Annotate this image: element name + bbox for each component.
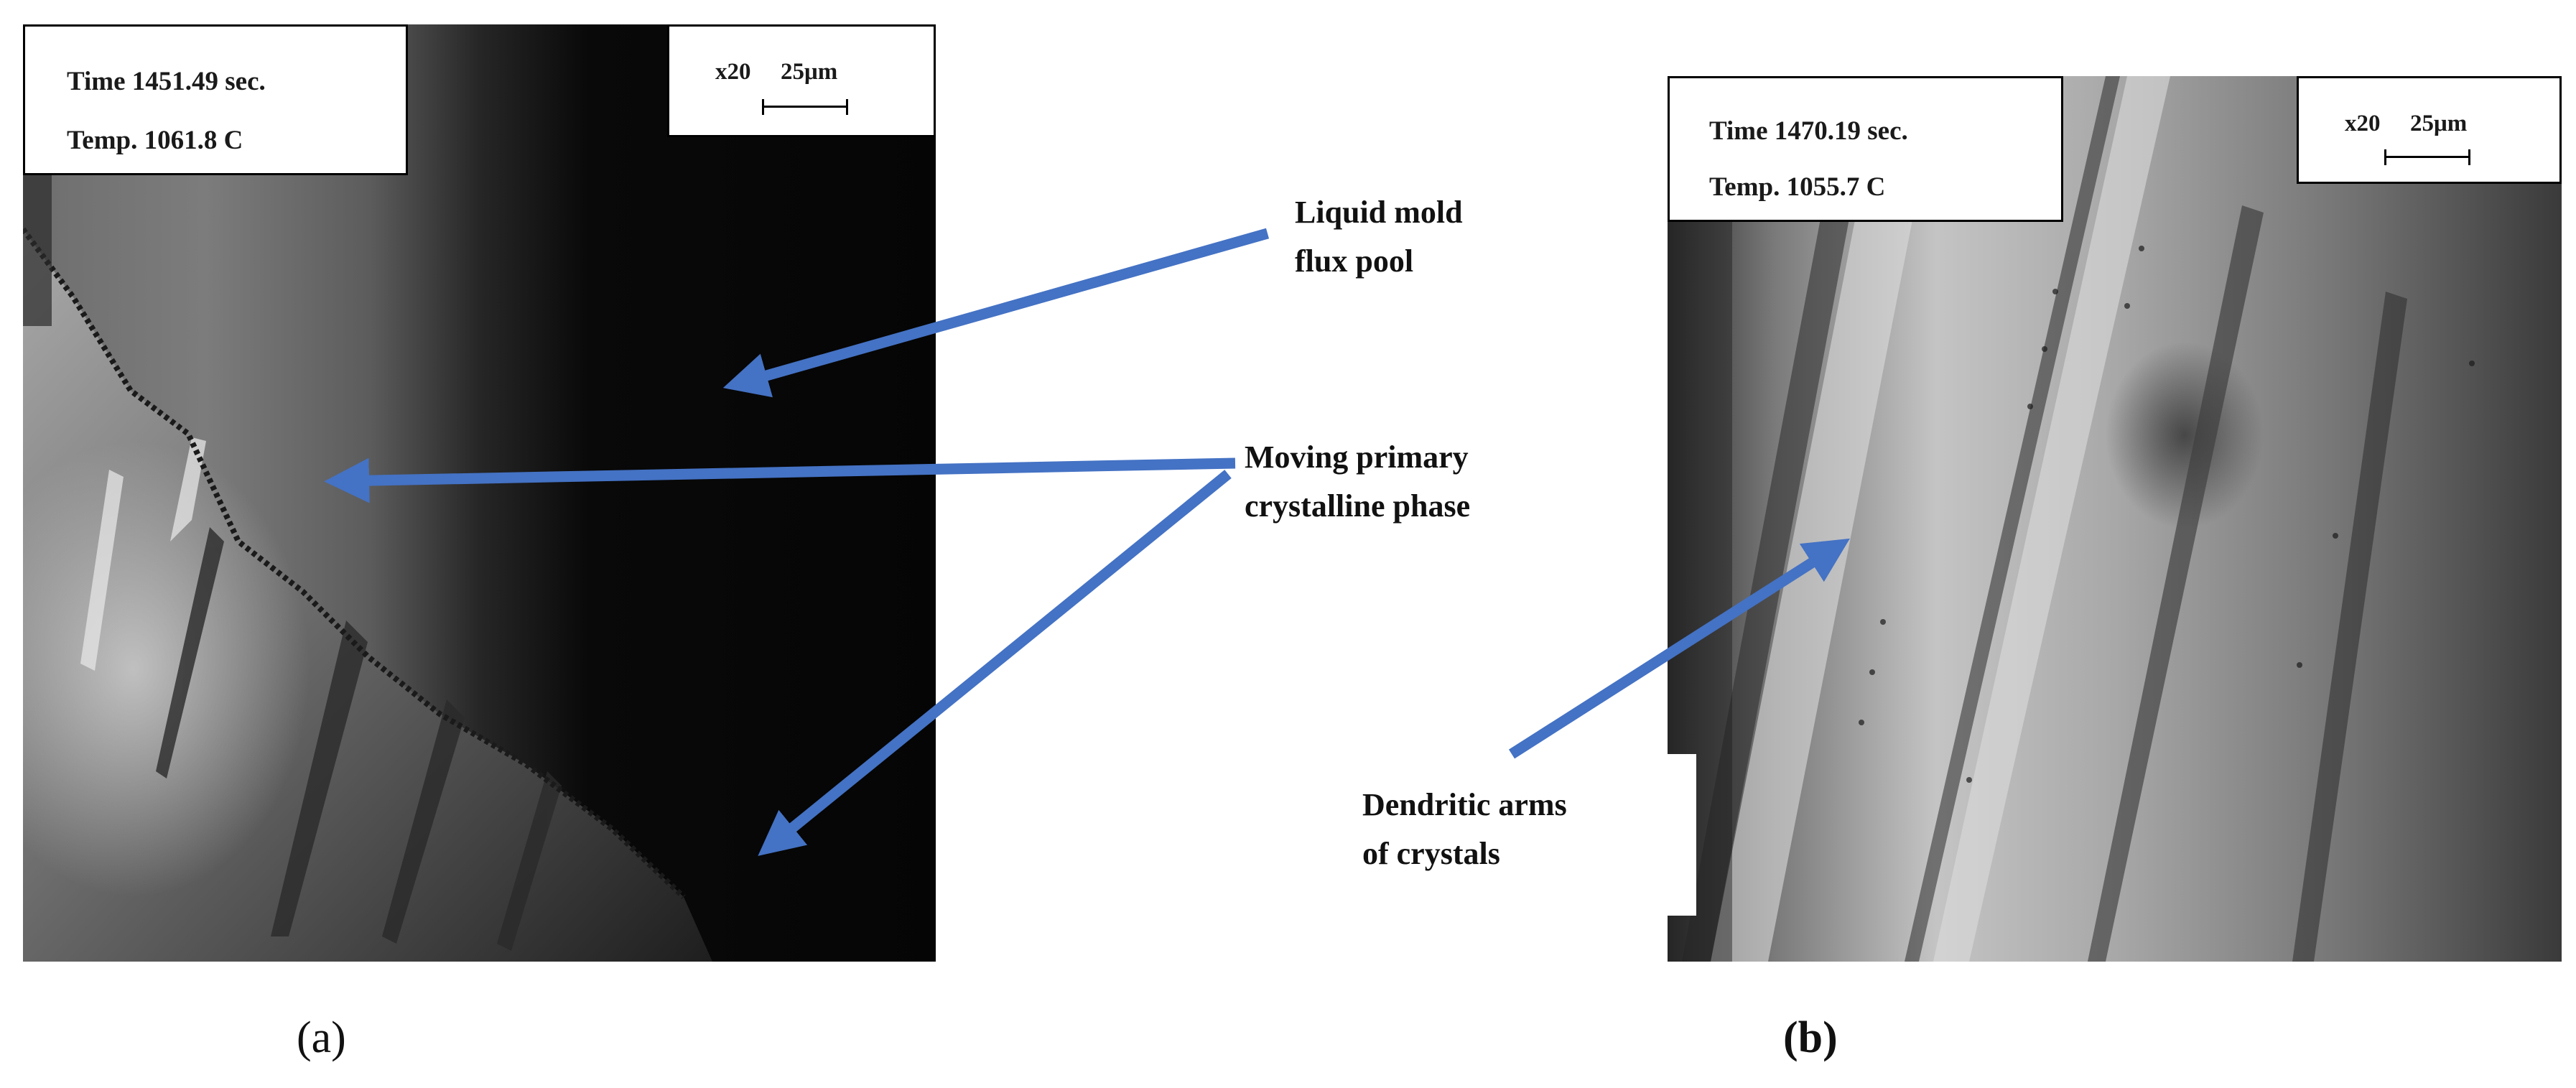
scale-bar-b — [2384, 149, 2470, 165]
label-primary-phase-line1: Moving primary — [1245, 440, 1469, 475]
scale-box-a: x20 25μm — [667, 24, 936, 137]
label-primary-phase: Moving primary crystalline phase — [1245, 433, 1470, 531]
label-dendritic-arms-line2: of crystals — [1362, 836, 1500, 872]
info-box-b: Time 1470.19 sec. Temp. 1055.7 C — [1668, 76, 2063, 222]
scale-length-b: 25μm — [2410, 111, 2468, 136]
time-readout-a: Time 1451.49 sec. — [67, 67, 266, 96]
label-dendritic-arms-line1: Dendritic arms — [1362, 787, 1567, 822]
caption-a: (a) — [297, 1013, 346, 1062]
label-liquid-pool-line2: flux pool — [1295, 243, 1414, 279]
label-dendritic-arms: Dendritic arms of crystals — [1362, 781, 1567, 878]
temp-readout-a: Temp. 1061.8 C — [67, 126, 243, 155]
magnification-b: x20 — [2345, 111, 2381, 136]
time-readout-b: Time 1470.19 sec. — [1709, 116, 1908, 146]
scale-box-b: x20 25μm — [2297, 76, 2562, 184]
label-liquid-pool-line1: Liquid mold — [1295, 195, 1463, 230]
panel-b-edge-notch — [1659, 754, 1696, 916]
scale-bar-a — [762, 99, 848, 115]
magnification-a: x20 — [715, 59, 751, 85]
scale-length-a: 25μm — [781, 59, 838, 85]
caption-b: (b) — [1783, 1013, 1838, 1062]
temp-readout-b: Temp. 1055.7 C — [1709, 172, 1886, 202]
label-primary-phase-line2: crystalline phase — [1245, 488, 1471, 524]
info-box-a: Time 1451.49 sec. Temp. 1061.8 C — [23, 24, 408, 175]
label-liquid-pool: Liquid mold flux pool — [1295, 188, 1463, 286]
